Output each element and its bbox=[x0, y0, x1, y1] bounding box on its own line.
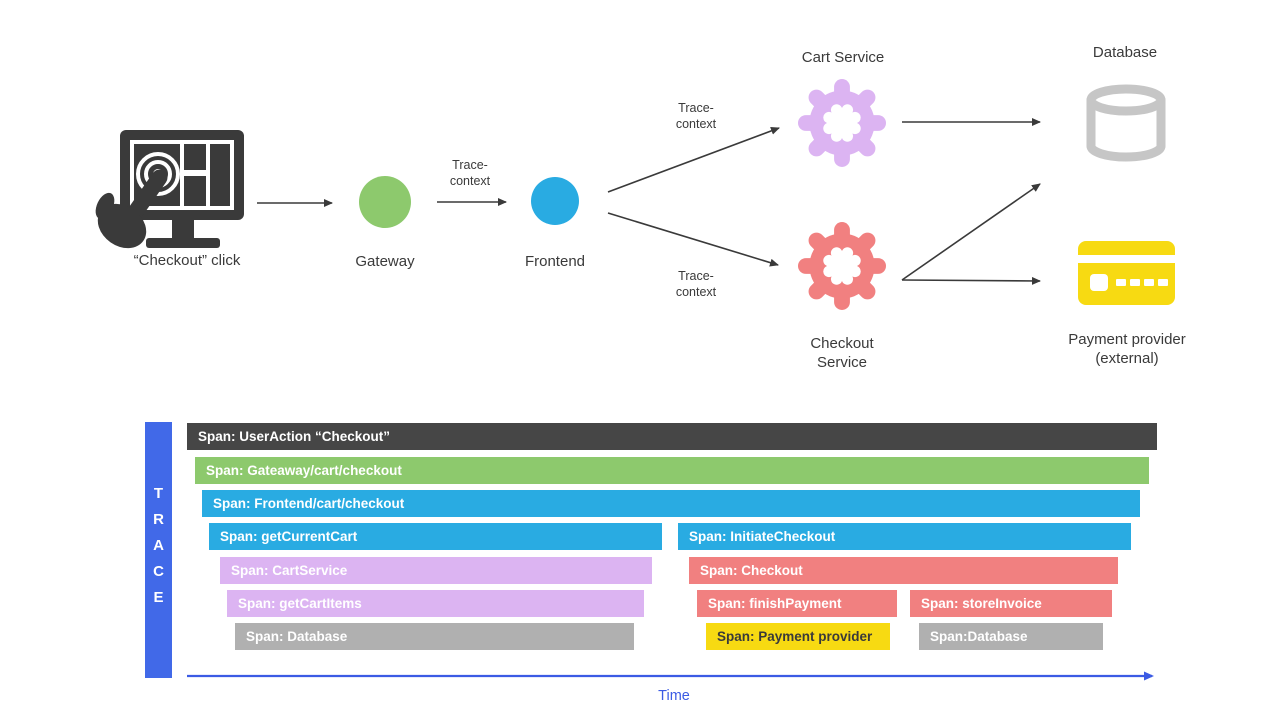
arrow-checkout-service-to-payment bbox=[901, 276, 1041, 285]
trace-context-line1: Trace- bbox=[678, 101, 714, 115]
span-bar-storeinvoice: Span: storeInvoice bbox=[910, 590, 1112, 617]
span-bar-database-left: Span: Database bbox=[235, 623, 634, 650]
trace-context-line1: Trace- bbox=[678, 269, 714, 283]
trace-context-line2: context bbox=[675, 117, 717, 131]
frontend-label: Frontend bbox=[524, 253, 586, 270]
checkout-service-label-line1: Checkout bbox=[810, 335, 874, 352]
checkout-service-label: Checkout Service bbox=[762, 334, 922, 372]
frontend-node-icon bbox=[531, 177, 579, 225]
arrow-frontend-to-cart-service bbox=[607, 127, 780, 193]
user-click-label: “Checkout” click bbox=[133, 252, 241, 269]
span-bar-getcurrentcart: Span: getCurrentCart bbox=[209, 523, 662, 550]
arrow-frontend-to-checkout-service bbox=[607, 212, 779, 267]
span-bar-useraction: Span: UserAction “Checkout” bbox=[187, 423, 1157, 450]
pointing-hand-icon bbox=[95, 169, 168, 249]
trace-context-line2: context bbox=[675, 285, 717, 299]
span-bar-cartservice: Span: CartService bbox=[220, 557, 652, 584]
gateway-node-icon bbox=[359, 176, 411, 228]
trace-context-label-frontend-checkout: Trace- context bbox=[636, 268, 756, 300]
payment-card-icon bbox=[1078, 241, 1175, 305]
trace-context-line1: Trace- bbox=[452, 158, 488, 172]
span-bar-database-right: Span:Database bbox=[919, 623, 1103, 650]
cart-service-gear-icon bbox=[798, 79, 886, 167]
database-cylinder-icon bbox=[1086, 84, 1166, 162]
span-bar-initiatecheckout: Span: InitiateCheckout bbox=[678, 523, 1131, 550]
trace-context-line2: context bbox=[449, 174, 491, 188]
span-bar-checkout: Span: Checkout bbox=[689, 557, 1118, 584]
checkout-service-label-line2: Service bbox=[816, 354, 868, 371]
payment-provider-label-line1: Payment provider bbox=[1068, 331, 1186, 348]
span-bar-finishpayment: Span: finishPayment bbox=[697, 590, 897, 617]
checkout-click-monitor-icon bbox=[95, 130, 244, 249]
span-bar-getcartitems: Span: getCartItems bbox=[227, 590, 644, 617]
time-axis-label: Time bbox=[658, 688, 690, 704]
span-bar-gateway: Span: Gateaway/cart/checkout bbox=[195, 457, 1149, 484]
database-label: Database bbox=[1092, 44, 1158, 61]
gateway-label: Gateway bbox=[355, 253, 415, 270]
trace-context-label-gateway-frontend: Trace- context bbox=[410, 157, 530, 189]
payment-provider-label-line2: (external) bbox=[1095, 350, 1159, 367]
span-bar-frontend: Span: Frontend/cart/checkout bbox=[202, 490, 1140, 517]
arrow-checkout-service-to-database bbox=[901, 183, 1041, 281]
trace-context-label-frontend-cart: Trace- context bbox=[636, 100, 756, 132]
payment-provider-label: Payment provider (external) bbox=[1037, 330, 1217, 368]
span-bar-paymentprovider: Span: Payment provider bbox=[706, 623, 890, 650]
checkout-service-gear-icon bbox=[798, 222, 886, 310]
trace-vertical-bar: TRACE bbox=[145, 422, 172, 678]
cart-service-label: Cart Service bbox=[801, 49, 885, 66]
